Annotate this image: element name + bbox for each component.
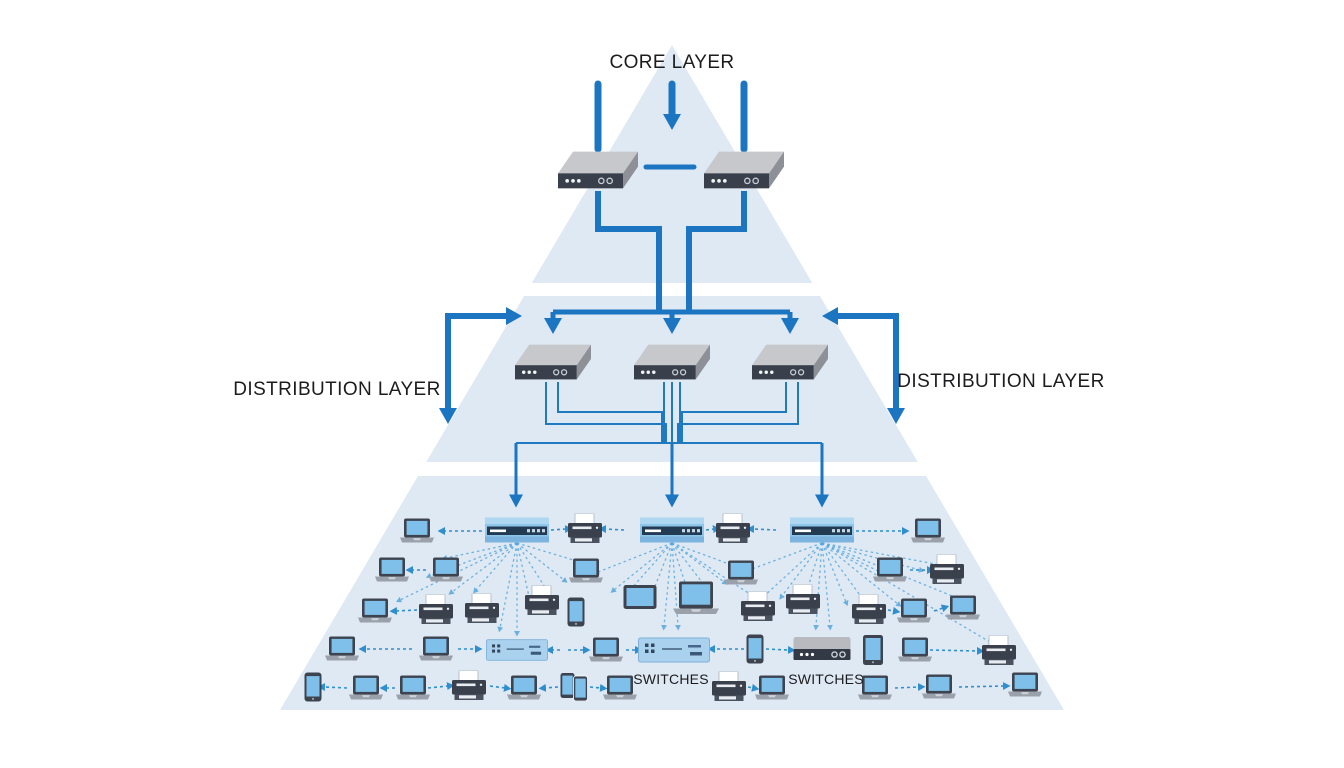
distribution-switch-1: [515, 343, 591, 381]
laptop-icon: [1008, 672, 1042, 697]
fan-link-switch-3: [821, 542, 951, 569]
laptop-icon: [898, 637, 932, 662]
core-layer-label: CORE LAYER: [609, 52, 735, 73]
laptop-icon: [375, 557, 409, 582]
laptop-icon: [911, 518, 945, 543]
laptop-icon: [507, 675, 541, 700]
fan-link-switch-3: [758, 542, 823, 602]
fan-link-switch-3: [821, 542, 865, 602]
access-switch-3: [790, 517, 854, 543]
laptop-icon: [946, 595, 980, 620]
dashed-link-arrow: [747, 683, 760, 692]
dashed-link-arrow: [933, 604, 950, 613]
laptop-icon: [589, 637, 623, 662]
fan-link-switch-2: [593, 542, 673, 575]
device-links: [317, 525, 1011, 692]
switches-label-left: SWITCHES: [633, 671, 709, 687]
layer-divider-top: [0, 283, 1344, 296]
workgroup-switch-2: [638, 637, 710, 663]
laptop-icon: [419, 636, 453, 661]
laptop-icon: [358, 598, 392, 623]
dashed-link-arrow: [317, 683, 348, 692]
fan-link-switch-3: [821, 542, 925, 573]
fan-link-switch-1: [516, 542, 568, 583]
core-router-2: [704, 150, 784, 190]
phone-icon: [746, 634, 764, 664]
fan-link-switch-1: [448, 542, 518, 595]
fan-link-switch-1: [516, 542, 551, 596]
distribution-switch-2: [634, 343, 710, 381]
fan-link-switch-1: [497, 542, 518, 633]
dashed-link-arrow: [489, 683, 512, 692]
workgroup-switch-1: [486, 639, 548, 661]
distribution-layer-label-left: DISTRIBUTION LAYER: [233, 379, 441, 400]
laptop-big-icon: [673, 581, 719, 614]
laptop-icon: [349, 675, 383, 700]
core-router-1: [558, 150, 638, 190]
tablet-portrait-icon: [863, 635, 883, 665]
laptop-icon: [400, 518, 434, 543]
core-downlink-right: [686, 191, 747, 312]
laptop-icon: [569, 558, 603, 583]
phone-icon: [567, 597, 585, 627]
distribution-label-arrows: [439, 307, 905, 424]
distribution-layer-label-right: DISTRIBUTION LAYER: [897, 371, 1105, 392]
laptop-icon: [603, 675, 637, 700]
dashed-link-arrow: [958, 682, 1011, 691]
dashed-link-arrow: [538, 683, 559, 692]
laptop-icon: [325, 636, 359, 661]
tablet-icon: [623, 585, 657, 609]
fan-link-switch-2: [671, 542, 760, 601]
dashed-link-arrow: [894, 683, 926, 692]
fan-link-switch-2: [610, 542, 673, 593]
dashed-link-arrow: [765, 645, 796, 654]
access-switch-1: [485, 517, 549, 543]
laptop-icon: [922, 674, 956, 699]
core-wiring: [544, 80, 799, 334]
laptop-icon: [897, 598, 931, 623]
distribution-access-wiring: [509, 382, 829, 508]
core-downlink-left: [595, 191, 662, 312]
laptop-icon: [396, 675, 430, 700]
fan-link-switch-2: [671, 542, 745, 571]
dashed-link-arrow: [589, 683, 608, 692]
laptop-icon: [873, 557, 907, 582]
dashed-link-arrow: [550, 525, 573, 534]
distribution-switch-3: [752, 343, 828, 381]
dashed-link-arrow: [929, 646, 985, 655]
dashed-link-arrow: [746, 525, 777, 534]
laptop-icon: [755, 675, 789, 700]
dashed-link-arrow: [705, 525, 721, 534]
fan-link-switch-1: [441, 542, 518, 561]
phone-pair-icon: [560, 673, 588, 701]
switches-label-right: SWITCHES: [788, 671, 864, 687]
laptop-icon: [429, 557, 463, 582]
access-switch-2: [640, 517, 704, 543]
workgroup-switch-3: [792, 637, 852, 661]
fan-link-switch-3: [779, 542, 823, 600]
phone-icon: [304, 672, 322, 702]
laptop-icon: [724, 560, 758, 585]
fan-link-switch-1: [473, 542, 518, 594]
fan-link-switch-2: [671, 542, 711, 594]
dashed-link-arrow: [887, 606, 901, 615]
